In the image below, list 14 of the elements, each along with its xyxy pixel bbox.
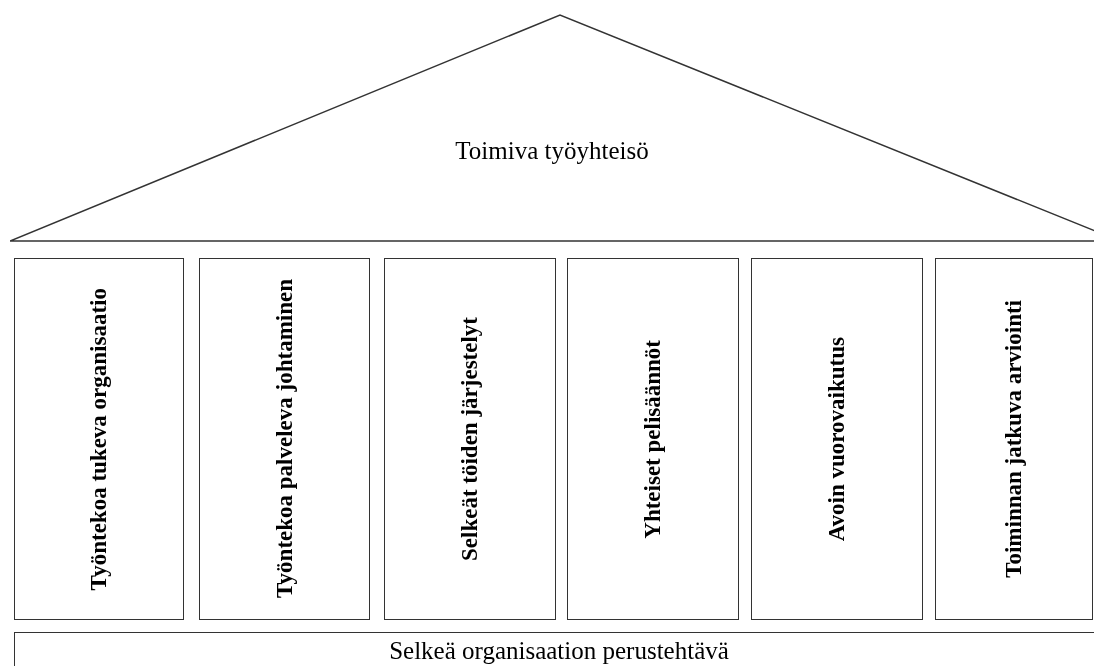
foundation-label: Selkeä organisaation perustehtävä [389, 637, 729, 666]
pillar-label: Toiminnan jatkuva arviointi [1000, 300, 1027, 578]
pillar-box [751, 258, 923, 620]
roof-label: Toimiva työyhteisö [455, 136, 649, 166]
pillar-label: Työntekoa palveleva johtaminen [270, 279, 298, 599]
pillar-box [567, 258, 739, 620]
pillar-label: Yhteiset pelisäännöt [639, 339, 666, 539]
pillar-label: Selkeät töiden järjestelyt [456, 317, 483, 561]
pillar-label: Työntekoa tukeva organisaatio [85, 287, 112, 591]
pillar-box [935, 258, 1093, 620]
pillar-label: Avoin vuorovaikutus [823, 336, 850, 542]
pillar-box [384, 258, 556, 620]
pillar-box [14, 258, 184, 620]
pillar-box [199, 258, 370, 620]
